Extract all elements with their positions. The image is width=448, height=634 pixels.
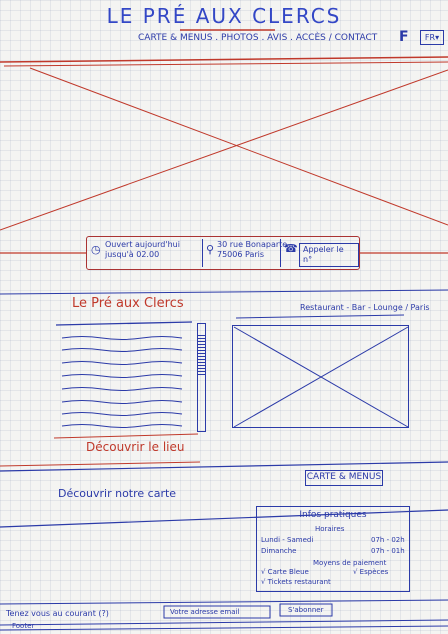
- payment-tickets: √ Tickets restaurant: [261, 578, 331, 586]
- hero-image-placeholder: [0, 62, 448, 232]
- divider: [202, 239, 203, 267]
- facebook-icon[interactable]: F: [399, 29, 409, 45]
- address[interactable]: 30 rue Bonaparte 75006 Paris: [217, 240, 287, 260]
- practical-info-box: Infos pratiques Horaires Lundi - Samedi …: [256, 506, 410, 592]
- payment-card: √ Carte Bleue: [261, 568, 309, 576]
- practical-info-title: Infos pratiques: [299, 510, 367, 520]
- call-button[interactable]: Appeler le n°: [299, 243, 359, 267]
- footer: Footer: [12, 622, 35, 630]
- clock-icon: ◷: [91, 243, 101, 256]
- opening-hours: Ouvert aujourd'hui jusqu'à 02.00: [105, 240, 180, 260]
- info-bar: ◷ Ouvert aujourd'hui jusqu'à 02.00 ⚲ 30 …: [86, 236, 360, 270]
- hours-heading: Horaires: [315, 525, 345, 533]
- payment-cash: √ Espèces: [353, 568, 389, 576]
- discover-place-link[interactable]: Découvrir le lieu: [86, 440, 185, 454]
- payment-heading: Moyens de paiement: [313, 559, 387, 567]
- opening-hours-line2: jusqu'à 02.00: [105, 250, 160, 259]
- carousel-caption: Restaurant - Bar - Lounge / Paris: [300, 303, 430, 312]
- address-line2: 75006 Paris: [217, 250, 265, 259]
- sunday-label: Dimanche: [261, 547, 297, 555]
- phone-icon: ☎: [284, 242, 298, 255]
- newsletter-email-input[interactable]: Votre adresse email: [170, 608, 240, 616]
- newsletter-subscribe-button[interactable]: S'abonner: [288, 606, 324, 614]
- opening-hours-line1: Ouvert aujourd'hui: [105, 240, 180, 249]
- weekday-label: Lundi - Samedi: [261, 536, 314, 544]
- menus-button[interactable]: CARTE & MENUS: [305, 470, 383, 486]
- text-scrollbar[interactable]: [197, 323, 206, 432]
- site-title: LE PRÉ AUX CLERCS: [106, 4, 342, 28]
- photo-carousel-placeholder[interactable]: [232, 325, 409, 428]
- newsletter-text: Tenez vous au courant (?): [6, 609, 109, 618]
- discover-menu-text: Découvrir notre carte: [58, 487, 177, 500]
- language-selector[interactable]: FR▾: [420, 30, 444, 45]
- map-pin-icon: ⚲: [206, 243, 215, 256]
- sunday-hours: 07h - 01h: [371, 547, 405, 555]
- about-title: Le Pré aux Clercs: [72, 296, 184, 311]
- main-nav[interactable]: CARTE & MENUS . PHOTOS . AVIS . ACCÈS / …: [138, 33, 378, 43]
- address-line1: 30 rue Bonaparte: [217, 240, 288, 249]
- scrollbar-thumb[interactable]: [198, 333, 205, 375]
- divider: [280, 239, 281, 267]
- weekday-hours: 07h - 02h: [371, 536, 405, 544]
